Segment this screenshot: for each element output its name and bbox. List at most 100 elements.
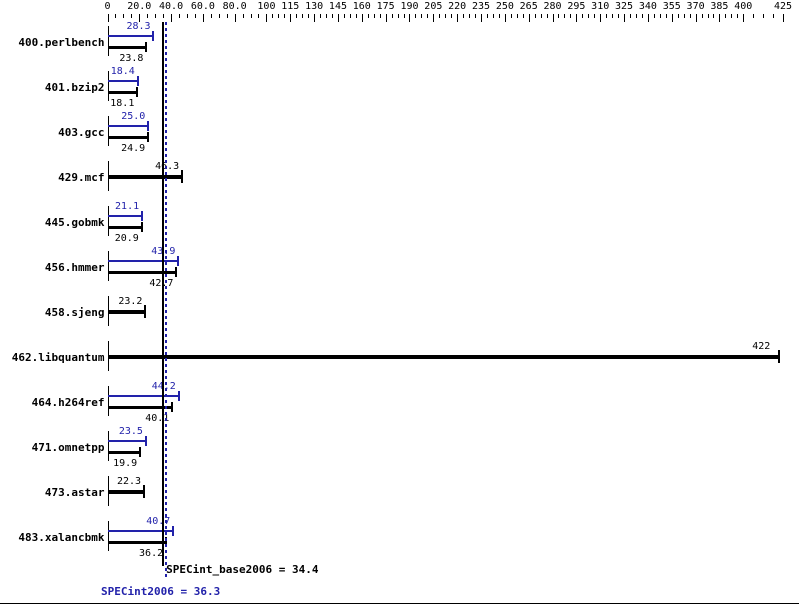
axis-tick-label: 115 <box>281 1 300 12</box>
axis-minor-tick <box>463 14 464 18</box>
peak-bar-cap-456.hmmer <box>177 256 179 266</box>
axis-minor-tick <box>499 14 500 18</box>
axis-minor-tick <box>731 14 732 18</box>
peak-bar-cap-483.xalancbmk <box>172 526 174 536</box>
axis-minor-tick <box>541 14 542 18</box>
axis-minor-tick <box>523 14 524 18</box>
mean-label-peak: SPECint2006 = 36.3 <box>101 585 221 598</box>
axis-minor-tick <box>308 14 309 18</box>
axis-minor-tick <box>427 14 428 18</box>
axis-minor-tick <box>296 14 297 18</box>
axis-minor-tick <box>179 14 180 18</box>
axis-tick-label: 355 <box>662 1 681 12</box>
axis-minor-tick <box>684 14 685 18</box>
axis-minor-tick <box>763 14 764 18</box>
base-bar-cap-464.h264ref <box>171 402 173 412</box>
axis-minor-tick <box>660 14 661 18</box>
base-bar-401.bzip2 <box>108 91 137 94</box>
axis-minor-tick <box>511 14 512 18</box>
peak-bar-471.omnetpp <box>108 440 145 442</box>
base-bar-403.gcc <box>108 136 148 139</box>
axis-minor-tick <box>155 14 156 18</box>
base-value-label-445.gobmk: 20.9 <box>114 233 139 244</box>
axis-tick <box>481 14 482 22</box>
benchmark-name-456.hmmer: 456.hmmer <box>44 261 105 274</box>
row-baseline <box>108 251 109 281</box>
axis-tick-label: 20.0 <box>127 1 152 12</box>
axis-tick-label: 280 <box>543 1 562 12</box>
row-baseline <box>108 521 109 551</box>
axis-tick <box>576 14 577 22</box>
axis-tick <box>386 14 387 22</box>
base-bar-cap-429.mcf <box>181 170 183 183</box>
axis-minor-tick <box>558 14 559 18</box>
axis-tick <box>648 14 649 22</box>
axis-minor-tick <box>344 14 345 18</box>
axis-minor-tick <box>618 14 619 18</box>
axis-tick-label: 80.0 <box>222 1 247 12</box>
axis-tick-label: 0 <box>104 1 111 12</box>
axis-tick <box>600 14 601 22</box>
axis-tick-label: 250 <box>495 1 514 12</box>
axis-tick-label: 295 <box>567 1 586 12</box>
axis-minor-tick <box>451 14 452 18</box>
axis-tick <box>553 14 554 22</box>
axis-minor-tick <box>302 14 303 18</box>
axis-minor-tick <box>227 14 228 18</box>
row-baseline <box>108 386 109 416</box>
base-bar-473.astar <box>108 490 143 494</box>
peak-bar-cap-464.h264ref <box>178 391 180 401</box>
axis-tick <box>783 14 784 22</box>
peak-bar-445.gobmk <box>108 215 142 217</box>
row-baseline <box>108 26 109 56</box>
base-value-label-456.hmmer: 42.7 <box>149 279 173 289</box>
axis-tick-label: 220 <box>448 1 467 12</box>
base-bar-cap-401.bzip2 <box>136 87 138 97</box>
axis-minor-tick <box>487 14 488 18</box>
axis-tick <box>108 14 109 22</box>
axis-minor-tick <box>350 14 351 18</box>
axis-tick-label: 160 <box>352 1 371 12</box>
benchmark-name-429.mcf: 429.mcf <box>58 171 105 184</box>
axis-minor-tick <box>272 14 273 18</box>
base-bar-462.libquantum <box>108 355 779 359</box>
axis-minor-tick <box>773 14 774 18</box>
axis-minor-tick <box>368 14 369 18</box>
axis-minor-tick <box>753 14 754 18</box>
row-baseline <box>108 206 109 236</box>
axis-tick <box>171 14 172 22</box>
base-bar-cap-445.gobmk <box>141 222 143 232</box>
peak-bar-cap-471.omnetpp <box>145 436 147 446</box>
axis-minor-tick <box>243 14 244 18</box>
axis-minor-tick <box>690 14 691 18</box>
axis-minor-tick <box>713 14 714 18</box>
axis-tick-label: 310 <box>591 1 610 12</box>
axis-tick <box>338 14 339 22</box>
axis-tick <box>457 14 458 22</box>
axis-minor-tick <box>570 14 571 18</box>
peak-value-label-400.perlbench: 28.3 <box>126 21 151 32</box>
axis-minor-tick <box>131 14 132 18</box>
axis-minor-tick <box>147 14 148 18</box>
axis-minor-tick <box>588 14 589 18</box>
benchmark-name-462.libquantum: 462.libquantum <box>11 351 105 364</box>
base-bar-400.perlbench <box>108 46 146 49</box>
base-value-label-401.bzip2: 18.1 <box>110 98 135 109</box>
axis-minor-tick <box>326 14 327 18</box>
axis-minor-tick <box>636 14 637 18</box>
axis-minor-tick <box>374 14 375 18</box>
benchmark-name-400.perlbench: 400.perlbench <box>18 36 105 49</box>
axis-minor-tick <box>219 14 220 18</box>
axis-tick-label: 145 <box>328 1 347 12</box>
axis-tick-label: 425 <box>773 1 793 12</box>
axis-tick-label: 235 <box>471 1 491 12</box>
base-bar-464.h264ref <box>108 406 172 409</box>
axis-tick-label: 265 <box>519 1 538 12</box>
axis-minor-tick <box>415 14 416 18</box>
axis-tick-label: 340 <box>638 1 657 12</box>
axis-minor-tick <box>547 14 548 18</box>
axis-minor-tick <box>251 14 252 18</box>
base-value-label-464.h264ref: 40.1 <box>145 413 170 424</box>
base-bar-456.hmmer <box>108 271 176 274</box>
